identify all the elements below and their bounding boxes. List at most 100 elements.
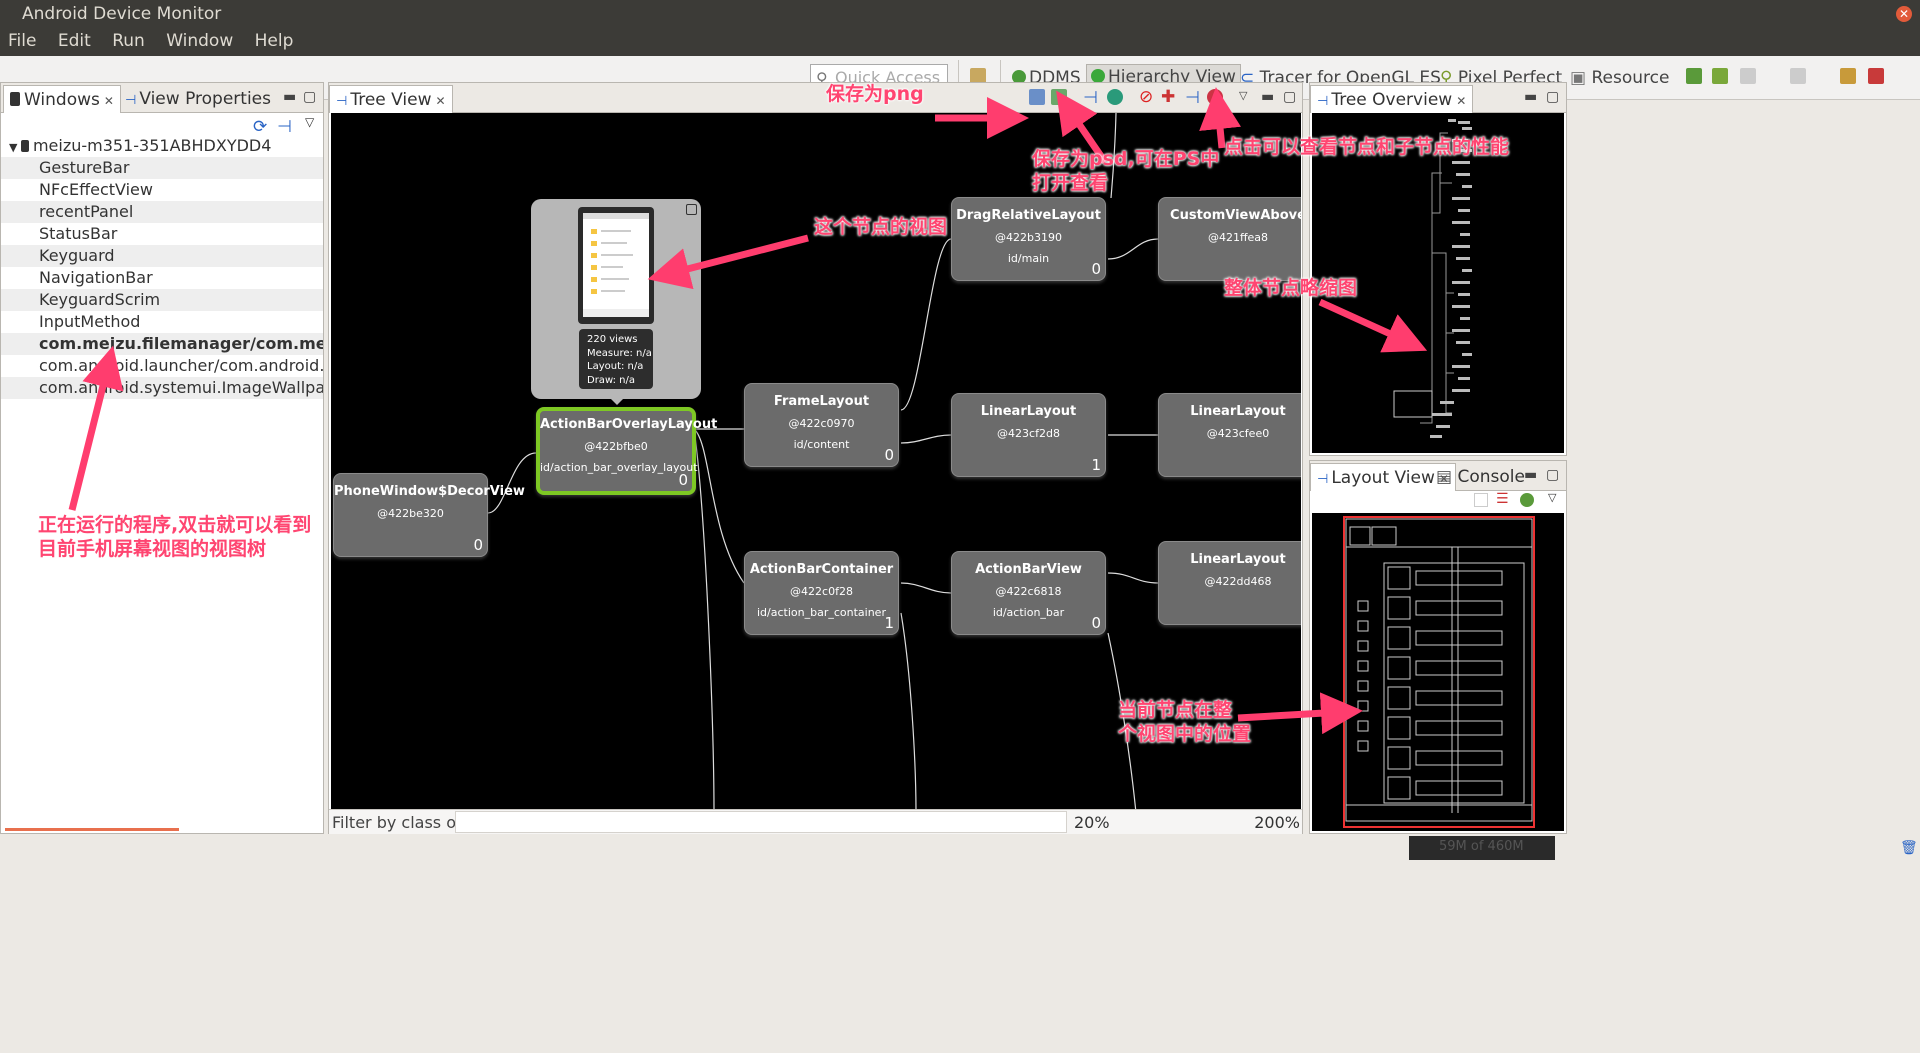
maximize-icon[interactable]: ▢ (303, 89, 317, 105)
tab-console[interactable]: ▤ Console (1436, 467, 1525, 487)
tab-windows[interactable]: Windows✕ (3, 85, 121, 113)
minimize-icon[interactable]: ▬ (1261, 89, 1275, 105)
layout-view-tabs: ⊣Layout View✕ ▤ Console ▬ ▢ (1310, 461, 1566, 491)
list-item-selected[interactable]: com.meizu.filemanager/com.meizu.filemana… (1, 333, 323, 355)
list-item[interactable]: recentPanel (1, 201, 323, 223)
list-item[interactable]: NavigationBar (39, 268, 153, 287)
list-item[interactable]: com.android.launcher/com.android.launche… (39, 356, 323, 375)
stop-icon[interactable]: ⊘ (1139, 87, 1154, 107)
node-actionbarcontainer[interactable]: ActionBarContainer @422c0f28 id/action_b… (744, 551, 899, 635)
save-psd-icon[interactable] (1051, 89, 1067, 105)
menu-file[interactable]: File (8, 31, 37, 51)
node-linearlayout[interactable]: LinearLayout @423cf2d8 1 (951, 393, 1106, 477)
minimize-icon[interactable]: ▬ (1524, 89, 1538, 105)
load-hierarchy-icon[interactable]: ⊣ (1083, 88, 1098, 108)
screen-image (583, 213, 649, 317)
request-layout-icon[interactable]: ⊣ (1185, 88, 1200, 108)
minimize-icon[interactable]: ▬ (283, 89, 297, 105)
window-tree: ▼ meizu-m351-351ABHDXYDD4 GestureBar NFc… (1, 135, 323, 399)
load-tree-icon[interactable]: ⊣ (277, 117, 292, 137)
tab-layout-view[interactable]: ⊣Layout View✕ (1310, 463, 1456, 491)
annotation-node-view: 这个节点的视图 (814, 216, 948, 238)
download-icon[interactable] (1686, 68, 1702, 84)
maximize-icon[interactable]: ▢ (1546, 89, 1560, 105)
tab-view-properties[interactable]: ⊣View Properties (125, 89, 271, 109)
device-node[interactable]: ▼ meizu-m351-351ABHDXYDD4 (9, 136, 272, 155)
layout-wireframe (1343, 516, 1535, 828)
refresh-icon[interactable] (1107, 89, 1123, 105)
view-menu-icon[interactable]: ▽ (1548, 491, 1557, 504)
filter-input[interactable] (455, 811, 1067, 833)
title-bar: Android Device Monitor ✕ (0, 0, 1920, 28)
menu-window[interactable]: Window (166, 31, 234, 51)
list-item[interactable]: com.android.systemui.ImageWallpaper (1, 377, 323, 399)
list-item[interactable]: GestureBar (1, 157, 323, 179)
menu-run[interactable]: Run (112, 31, 145, 51)
annotation-position: 当前节点在整 个视图中的位置 (1118, 699, 1252, 745)
maximize-icon[interactable]: ▢ (1546, 467, 1560, 483)
tree-overview-canvas[interactable] (1312, 113, 1564, 453)
close-icon[interactable]: ✕ (1456, 94, 1467, 108)
list-item[interactable]: NFcEffectView (39, 180, 153, 199)
tab-tree-overview[interactable]: ⊣Tree Overview✕ (1310, 85, 1474, 113)
node-customviewabove[interactable]: CustomViewAbove @421ffea8 (1158, 197, 1301, 281)
view-menu-icon[interactable]: ▽ (1239, 89, 1248, 102)
layout-view-canvas[interactable] (1312, 513, 1564, 831)
menu-edit[interactable]: Edit (57, 31, 91, 51)
pin-icon[interactable] (686, 204, 697, 215)
tab-tree-view[interactable]: ⊣Tree View✕ (329, 85, 453, 113)
perspective-resource[interactable]: ▣ Resource (1570, 68, 1670, 88)
open-perspective-icon[interactable] (970, 68, 986, 84)
view-menu-icon[interactable]: ▽ (305, 115, 315, 129)
android-icon (1091, 69, 1105, 83)
list-item[interactable]: Keyguard (1, 245, 323, 267)
search-icon: ⚲ (816, 69, 828, 88)
list-item[interactable]: KeyguardScrim (1, 289, 323, 311)
annotation-running-app: 正在运行的程序,双击就可以看到 目前手机屏幕视图的视图树 (38, 514, 312, 560)
invalidate-icon[interactable]: ✚ (1161, 87, 1176, 107)
maximize-icon[interactable]: ▢ (1283, 89, 1297, 105)
node-framelayout[interactable]: FrameLayout @422c0970 id/content 0 (744, 383, 899, 467)
tree-view-tabs: ⊣Tree View✕ ⊣ ⊘ ✚ ⊣ ▽ ▬ ▢ (329, 83, 1302, 113)
close-icon[interactable]: ✕ (1438, 472, 1449, 486)
menu-help[interactable]: Help (254, 31, 294, 51)
back-icon[interactable] (1840, 68, 1856, 84)
expand-icon[interactable]: ▼ (9, 141, 21, 154)
close-icon[interactable]: ✕ (103, 94, 114, 108)
node-linearlayout[interactable]: LinearLayout @423cfee0 (1158, 393, 1301, 477)
annotation-save-png: 保存为png (826, 83, 924, 105)
disabled-icon (1790, 68, 1806, 84)
device-icon (10, 92, 20, 106)
windows-tabs: Windows✕ ⊣View Properties ▬ ▢ (1, 83, 323, 113)
node-linearlayout[interactable]: LinearLayout @422dd468 (1158, 541, 1301, 625)
profile-icon[interactable] (1207, 89, 1223, 105)
heap-status[interactable]: 59M of 460M (1409, 836, 1555, 860)
tree-icon: ⊣ (125, 93, 137, 108)
popup-pointer (609, 397, 625, 405)
device-icon[interactable] (1712, 68, 1728, 84)
node-dragrelativelayout[interactable]: DragRelativeLayout @422b3190 id/main 0 (951, 197, 1106, 281)
refresh-icon[interactable]: ⟳ (253, 117, 268, 137)
node-actionbaroverlaylayout[interactable]: ActionBarOverlayLayout @422bfbe0 id/acti… (536, 407, 717, 495)
load-icon[interactable] (1520, 493, 1534, 507)
node-actionbarview[interactable]: ActionBarView @422c6818 id/action_bar 0 (951, 551, 1106, 635)
progress-line (5, 828, 179, 831)
tree-canvas[interactable]: PhoneWindow$DecorView @422be320 0 Action… (331, 113, 1301, 809)
phone-icon (20, 140, 29, 152)
node-phonewindow-decorview[interactable]: PhoneWindow$DecorView @422be320 0 (333, 473, 525, 557)
minimize-icon[interactable]: ▬ (1524, 467, 1538, 483)
tree-connectors (487, 113, 1159, 809)
blank-icon[interactable] (1474, 493, 1488, 507)
debug-icon[interactable] (1868, 68, 1884, 84)
save-png-icon[interactable] (1029, 89, 1045, 105)
annotation-performance: 点击可以查看节点和子节点的性能 (1224, 136, 1510, 158)
filter-bar: Filter by class or id: 20% 200% (329, 809, 1302, 834)
window-title: Android Device Monitor (22, 4, 222, 24)
trash-icon[interactable]: 🗑 (1900, 840, 1918, 856)
list-item[interactable]: InputMethod (39, 312, 141, 331)
close-icon[interactable]: ✕ (435, 94, 446, 108)
close-icon[interactable]: ✕ (1896, 6, 1912, 22)
console-icon: ▤ (1436, 467, 1458, 487)
list-item[interactable]: StatusBar (39, 224, 118, 243)
layers-icon[interactable]: ☰ (1496, 491, 1509, 507)
